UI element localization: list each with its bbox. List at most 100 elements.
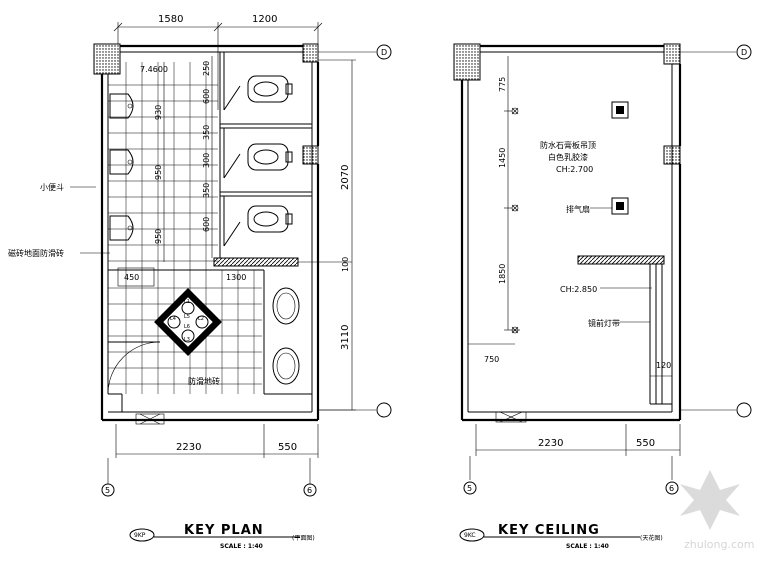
plan-entry-door [107, 341, 161, 395]
note-floor-tile: 磁砖地面防滑砖 [8, 248, 64, 258]
exhaust-fan-1 [611, 101, 629, 119]
plan-dim-100: 100 [341, 257, 350, 272]
plan-floor-drain [135, 413, 165, 425]
ceiling-subtitle: (天花图) [640, 534, 663, 542]
plan-grid-bubble-6 [303, 483, 317, 497]
plan-grid-bubble-d [376, 44, 392, 60]
svg-text:5: 5 [467, 484, 472, 493]
dim-250: 250 [202, 61, 211, 76]
ceiling-title-tag [459, 528, 485, 542]
plan-vanity-edge [213, 257, 299, 267]
ceiling-title: KEY CEILING [498, 523, 600, 538]
plan-dim-top-1580: 1580 [158, 14, 183, 25]
plan-right-dimension: 2070 100 3110 [318, 59, 356, 411]
ceiling-dim-775: 775 [498, 77, 507, 92]
plan-note-small: 7.4600 [140, 65, 168, 74]
svg-text:5: 5 [105, 486, 110, 495]
ceiling-dim-1450: 1450 [498, 148, 507, 168]
floor-medallion: L1 L2 L3 L4 L5 L6 [154, 288, 222, 356]
exhaust-fan-2 [611, 197, 629, 215]
ceiling-dim-2230: 2230 [538, 438, 563, 449]
squat-toilet-3 [247, 205, 293, 233]
svg-text:9KC: 9KC [464, 532, 476, 539]
ceiling-dim-750: 750 [484, 355, 499, 364]
vanity-counter [263, 270, 312, 395]
ceiling-downlights [511, 107, 519, 334]
ceiling-note-mirror-light: 镜前灯带 [588, 318, 620, 328]
ceiling-note-3: CH:2.700 [556, 165, 593, 174]
dim-950-b: 950 [154, 229, 163, 244]
ceiling-note-fan: 排气扇 [566, 204, 590, 214]
plan-dim-2070: 2070 [340, 165, 351, 190]
stall-dims: 250 600 350 300 350 600 [202, 56, 213, 258]
urinal-1 [109, 93, 134, 119]
ceiling-notes: 防水石膏板吊顶 白色乳胶漆 CH:2.700 排气扇 CH:2.850 镜前灯带… [540, 140, 672, 377]
svg-text:D: D [741, 48, 747, 57]
ceiling-grid-bubble-right [736, 402, 752, 418]
dim-600-a: 600 [202, 89, 211, 104]
key-plan: 1580 1200 D [8, 14, 392, 550]
dim-600-b: 600 [202, 217, 211, 232]
ceiling-grid-bubble-6 [665, 481, 679, 495]
urinal-3 [109, 215, 134, 241]
plan-subtitle: (平面图) [292, 535, 315, 542]
squat-toilet-1 [247, 75, 293, 103]
ceiling-column-top-left [453, 43, 481, 81]
ceiling-scale: SCALE : 1:40 [566, 543, 609, 550]
medallion-label-1: L1 [184, 299, 190, 305]
plan-dim-top-1200: 1200 [252, 14, 277, 25]
ceiling-grid-bubble-d [736, 44, 752, 60]
sink-1 [272, 287, 300, 325]
medallion-label-2: L2 [198, 316, 204, 322]
ceiling-title-block: 9KC KEY CEILING (天花图) SCALE : 1:40 [459, 523, 663, 550]
sink-2 [272, 347, 300, 385]
plan-title: KEY PLAN [184, 523, 264, 538]
plan-dim-550: 550 [278, 442, 297, 453]
dim-300: 300 [202, 153, 211, 168]
plan-walls [100, 44, 320, 422]
plan-column-mid-right [302, 145, 319, 165]
plan-column-top-right [302, 43, 319, 63]
medallion-label-6: L6 [184, 324, 190, 330]
ceiling-note-1: 防水石膏板吊顶 [540, 140, 596, 150]
note-antislip: 防滑地砖 [188, 376, 220, 386]
plan-column-top-left [93, 43, 121, 75]
key-ceiling: D [453, 43, 752, 550]
plan-grid-bubble-right [376, 402, 392, 418]
ceiling-note-ch2850: CH:2.850 [560, 285, 597, 294]
medallion-label-5: L5 [184, 314, 190, 320]
dim-350-a: 350 [202, 125, 211, 140]
plan-title-tag [129, 528, 155, 542]
ceiling-left-dims: 775 1450 1850 750 [468, 56, 520, 364]
watermark-text: zhulong.com [684, 538, 754, 551]
dim-350-b: 350 [202, 183, 211, 198]
svg-text:6: 6 [307, 486, 312, 495]
ceiling-note-2: 白色乳胶漆 [548, 152, 588, 162]
dim-930: 930 [154, 105, 163, 120]
ceiling-access-panel [495, 411, 527, 423]
plan-dim-3110: 3110 [340, 325, 351, 350]
dim-1300: 1300 [226, 273, 246, 282]
medallion-label-4: L4 [170, 316, 176, 322]
svg-text:6: 6 [669, 484, 674, 493]
toilet-stalls [219, 52, 313, 258]
ceiling-soffit [577, 255, 665, 265]
dim-950-a: 950 [154, 165, 163, 180]
ceiling-dim-550: 550 [636, 438, 655, 449]
ceiling-bottom-dimension: 2230 550 5 6 [463, 424, 681, 495]
svg-text:9KP: 9KP [134, 532, 146, 539]
ceiling-dim-1850: 1850 [498, 264, 507, 284]
plan-left-notes: 小便斗 磁砖地面防滑砖 防滑地砖 [8, 182, 220, 386]
watermark-logo: zhulong.com [680, 470, 754, 551]
ceiling-walls [460, 44, 682, 422]
ceiling-grid-bubble-5 [463, 481, 477, 495]
ceiling-column-top-right [663, 43, 681, 65]
squat-toilet-2 [247, 143, 293, 171]
plan-bottom-dimension: 2230 550 5 6 [101, 413, 319, 497]
medallion-label-3: L3 [184, 337, 190, 343]
ceiling-dim-120: 120 [656, 361, 671, 370]
dim-450: 450 [124, 273, 139, 282]
plan-grid-bubble-5 [101, 483, 115, 497]
plan-scale: SCALE : 1:40 [220, 543, 263, 550]
